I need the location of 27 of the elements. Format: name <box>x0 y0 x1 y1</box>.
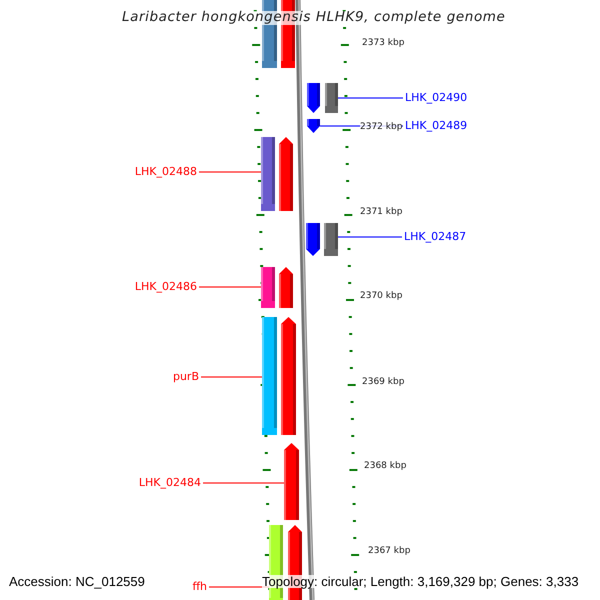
tick-label: 2368 kbp <box>364 462 406 471</box>
leader-line <box>200 376 262 378</box>
tick-label: 2373 kbp <box>362 39 404 48</box>
gene-feature <box>284 443 299 520</box>
tick-label: 2370 kbp <box>360 292 402 301</box>
gene-label: LHK_02487 <box>404 231 466 242</box>
gene-label: purB <box>172 371 199 382</box>
gene-feature <box>261 137 293 211</box>
gene-feature <box>307 119 320 133</box>
leader-line <box>198 286 262 288</box>
tick-label: 2371 kbp <box>360 208 402 217</box>
gene-label: LHK_02488 <box>134 166 197 177</box>
gene-feature <box>307 83 338 113</box>
tick-label: 2367 kbp <box>368 547 410 556</box>
tick-label: 2372 kbp <box>360 123 402 132</box>
info-text: Accession: NC_012559 <box>9 575 145 588</box>
gene-feature <box>261 267 293 308</box>
gene-feature <box>306 223 338 256</box>
tick-label: 2369 kbp <box>362 378 404 387</box>
gene-label: LHK_02484 <box>138 477 201 488</box>
leader-line <box>202 482 284 484</box>
gene-label: ffh <box>192 581 207 592</box>
leader-line <box>338 236 402 238</box>
gene-label: LHK_02489 <box>405 120 468 131</box>
gene-label: LHK_02486 <box>134 281 197 292</box>
gene-label: LHK_02490 <box>405 92 468 103</box>
gene-feature <box>262 317 296 435</box>
